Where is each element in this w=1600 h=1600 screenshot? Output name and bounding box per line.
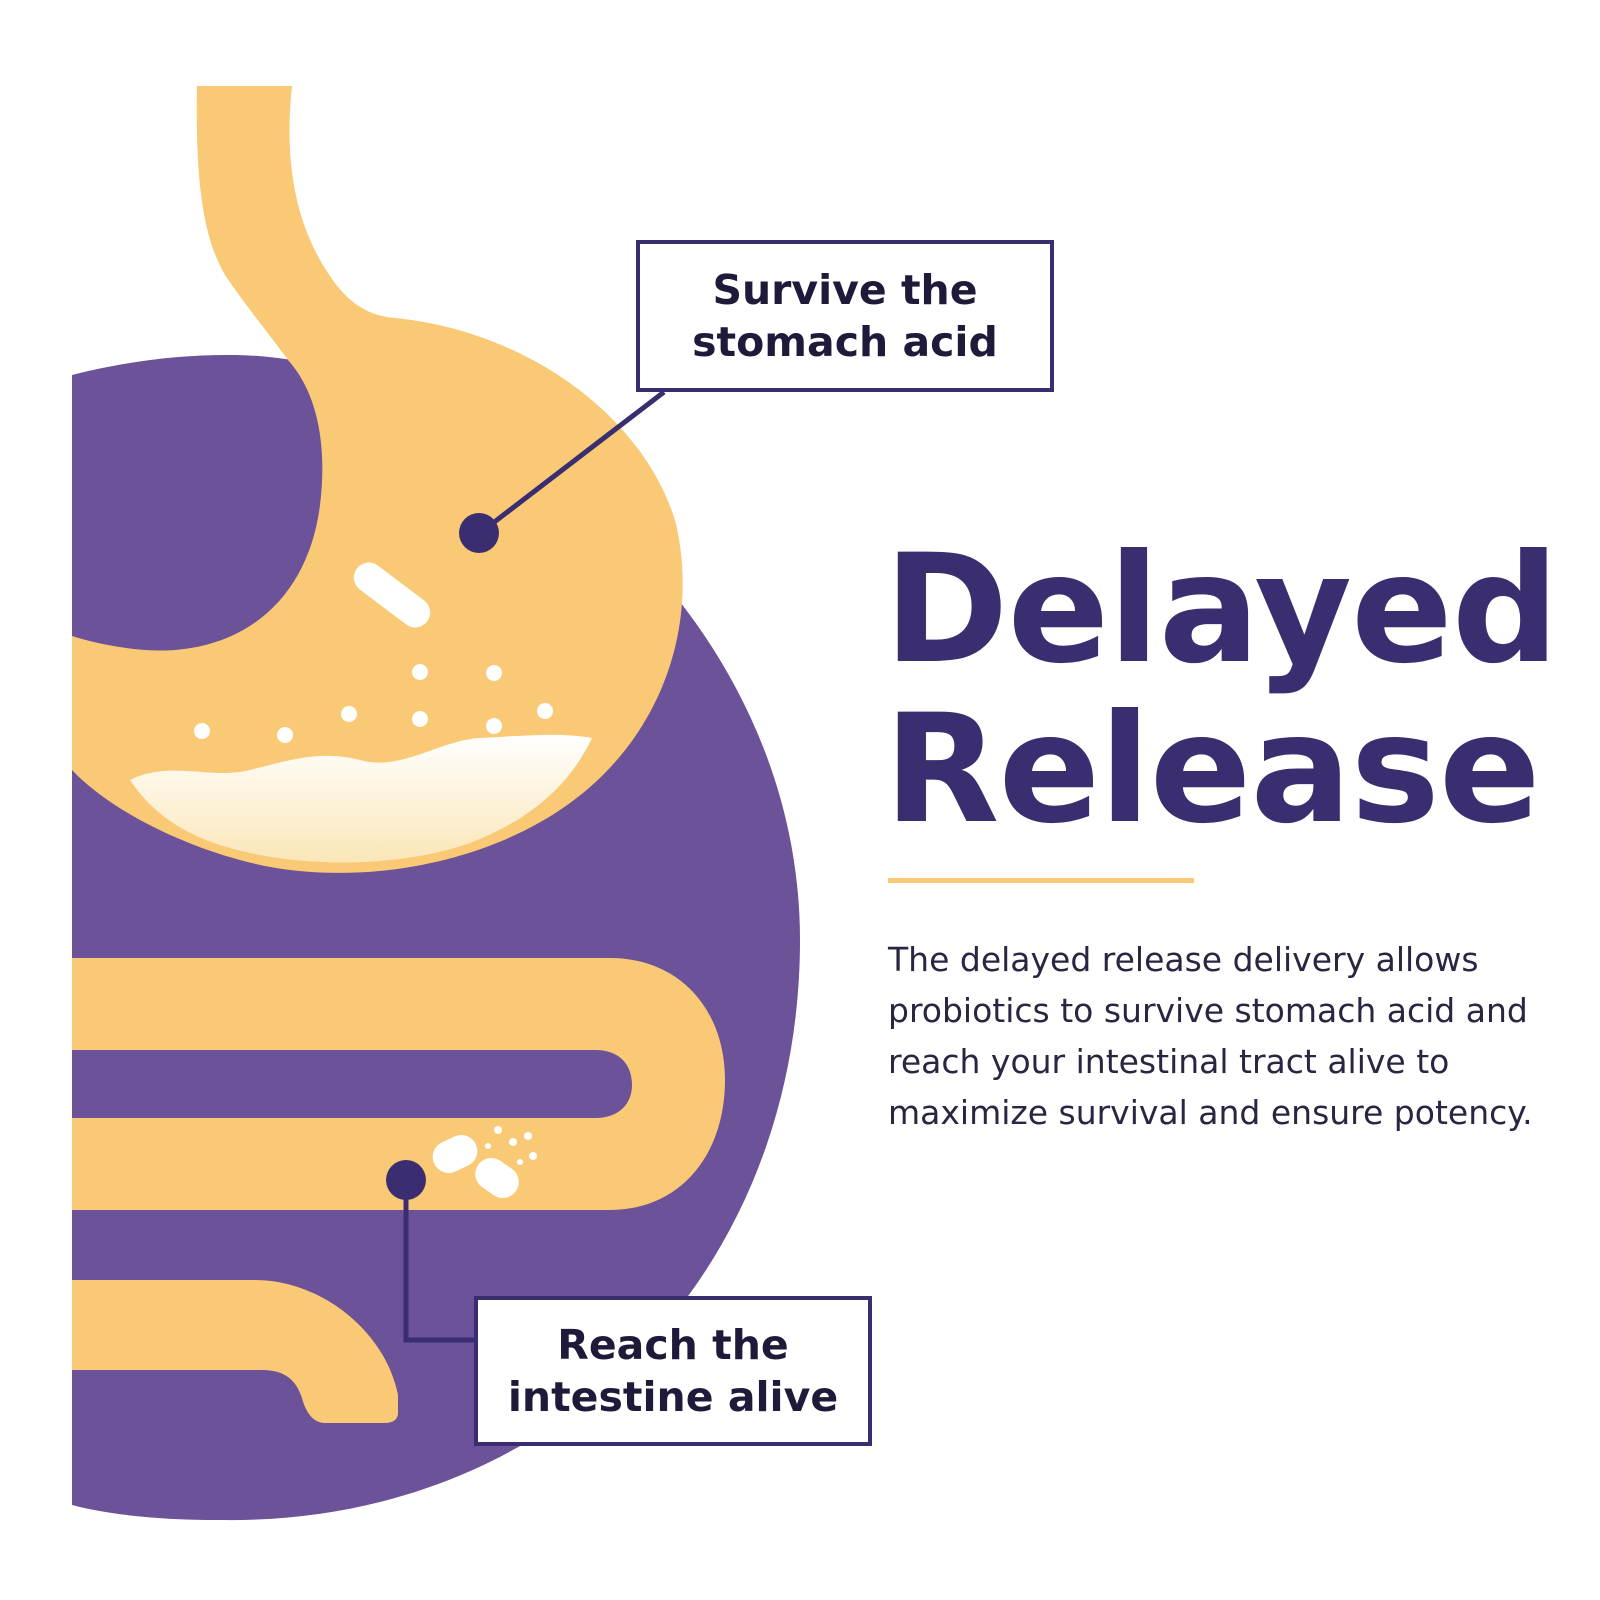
intestine-callout-line1: Reach the [557, 1321, 789, 1369]
description: The delayed release delivery allows prob… [888, 940, 1533, 1132]
headline: Delayed Release [884, 523, 1559, 857]
acid-bubbles [194, 664, 553, 743]
stomach-connector-line [478, 390, 666, 535]
intestine-loop-lower [72, 1280, 398, 1423]
intestine-callout-line2: intestine alive [507, 1373, 839, 1421]
stomach-callout-line2: stomach acid [692, 318, 998, 366]
capsule-icon [353, 562, 431, 628]
stomach-acid [130, 734, 592, 863]
headline-line1: Delayed [884, 523, 1559, 697]
stomach-connector-dot [459, 513, 499, 553]
stomach-icon [72, 86, 683, 873]
intestine-connector-line [403, 1180, 474, 1343]
divider [888, 878, 1194, 883]
stomach-callout-line1: Survive the [712, 266, 978, 314]
broken-capsule-icon [432, 1126, 537, 1199]
headline-line2: Release [884, 683, 1541, 857]
intestine-callout: Reach the intestine alive [474, 1296, 872, 1446]
stomach-callout: Survive the stomach acid [636, 240, 1054, 392]
intestine-connector-dot [386, 1160, 426, 1200]
intestine-loop-upper [72, 958, 725, 1210]
